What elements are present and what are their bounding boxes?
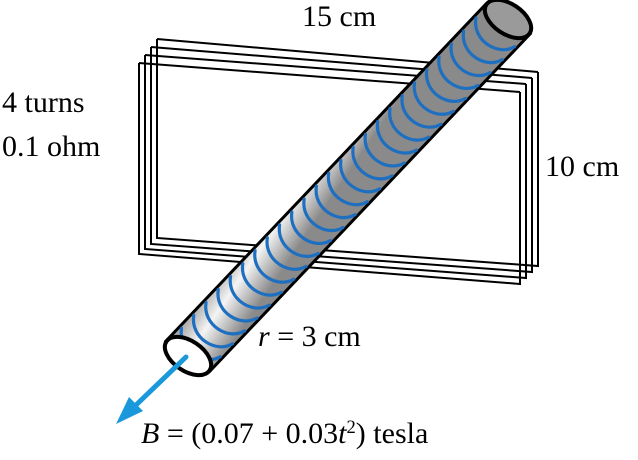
field-eq-mid: = (0.07 + 0.03: [159, 417, 339, 450]
arrow-head: [116, 397, 143, 424]
field-time-var: t: [338, 417, 347, 450]
turns-label: 4 turns: [2, 86, 85, 119]
coil-turn: [228, 274, 271, 310]
field-equation: B = (0.07 + 0.03t2) tesla: [141, 416, 429, 450]
wire-loop-turns: [138, 38, 539, 286]
arrow-shaft: [132, 354, 189, 409]
radius-value: = 3 cm: [269, 320, 361, 353]
coil-turn: [388, 107, 431, 142]
loop-turn-3: [150, 47, 533, 274]
coil-turn: [376, 119, 419, 155]
loop-turn-1: [138, 63, 521, 286]
coil-turn: [437, 55, 480, 91]
coil-turn: [253, 249, 296, 284]
field-symbol: B: [141, 417, 160, 450]
coil-turn: [449, 42, 492, 78]
coil-turn: [326, 171, 369, 207]
coil-turn: [277, 223, 320, 258]
height-label: 10 cm: [545, 150, 620, 183]
coil-turn: [363, 132, 406, 168]
coil-turn: [302, 197, 345, 233]
coil-turn: [474, 16, 517, 52]
coil-turn: [216, 287, 259, 323]
radius-label: r = 3 cm: [258, 322, 361, 352]
solenoid-coils: [179, 16, 517, 362]
solenoid-rod: [162, 0, 534, 378]
resistance-label: 0.1 ohm: [2, 130, 101, 163]
coil-turn: [461, 29, 504, 65]
field-exponent: 2: [346, 416, 356, 438]
coil-turn: [412, 81, 455, 116]
coil-turn: [314, 184, 357, 220]
radius-symbol: r: [258, 320, 270, 353]
loop-top-edge: [138, 38, 539, 93]
coil-turn: [425, 68, 468, 103]
coil-turn: [204, 300, 247, 336]
coil-turn: [241, 262, 284, 297]
field-eq-end: ) tesla: [355, 417, 429, 450]
coil-turn: [192, 313, 235, 349]
coil-turn: [351, 145, 394, 181]
width-label: 15 cm: [302, 0, 377, 33]
magnetic-field-arrow: [116, 354, 189, 424]
loop-turn-4: [156, 39, 539, 268]
loop-turn-2: [144, 55, 527, 280]
coil-turn: [290, 210, 333, 246]
coil-turn: [400, 94, 443, 129]
coil-turn: [265, 236, 308, 271]
coil-turn: [339, 158, 382, 194]
rod-top-end: [482, 0, 534, 41]
